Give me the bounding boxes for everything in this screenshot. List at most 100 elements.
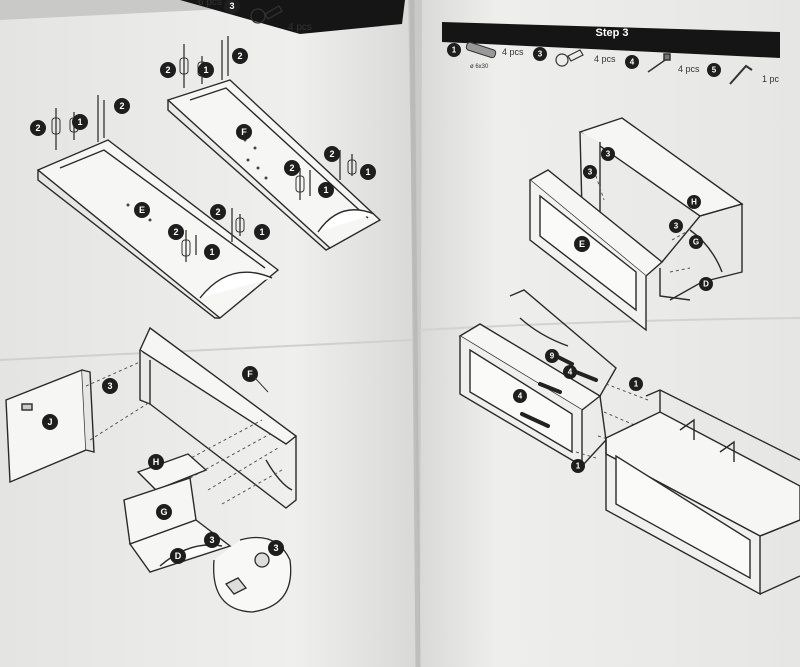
callout-number: 1	[203, 65, 208, 75]
callout-badge: 3	[533, 47, 547, 61]
cam-lock-icon	[250, 5, 283, 24]
callout-badge: 3	[601, 147, 615, 161]
left-header-qty: 4 pcs	[288, 22, 312, 33]
allen-key-qty: 1 pc	[762, 74, 780, 84]
panel-label-e: E	[134, 202, 150, 218]
callout-badge: 2	[232, 48, 248, 64]
left-header-part-badge: 3	[224, 0, 240, 14]
crease	[419, 317, 800, 331]
callout-number: 1	[77, 117, 82, 127]
callout-badge: 4	[513, 389, 527, 403]
callout-number: 1	[259, 227, 264, 237]
callout-number: 1	[634, 380, 639, 389]
cam-qty: 4 pcs	[594, 54, 616, 64]
partial-qty-text: 6 pcs	[198, 0, 222, 8]
callout-number: 3	[107, 381, 112, 391]
callout-number: 2	[289, 163, 294, 173]
panel-letter: J	[47, 417, 52, 427]
panel-e-rail	[36, 139, 280, 319]
callout-number: 3	[229, 1, 234, 11]
callout-number: 2	[119, 101, 124, 111]
callout-number: 4	[518, 392, 523, 401]
callout-badge: 2	[324, 146, 340, 162]
bolt-qty: 4 pcs	[678, 64, 700, 74]
shelf-box	[605, 389, 800, 596]
callout-badge: 2	[30, 120, 46, 136]
callout-number: 1	[365, 167, 370, 177]
panel-letter: G	[693, 238, 699, 247]
panel-label-d-right: D	[699, 277, 713, 291]
callout-number: 2	[237, 51, 242, 61]
panel-h-board	[136, 453, 208, 491]
step-title: Step 3	[595, 27, 628, 39]
dowel-springs	[51, 57, 357, 257]
callout-badge: 3	[268, 540, 284, 556]
panel-label-h-right: H	[687, 195, 701, 209]
panel-label-j: J	[42, 414, 58, 430]
callout-number: 3	[538, 50, 543, 59]
callout-number: 3	[209, 535, 214, 545]
callout-number: 5	[712, 66, 717, 75]
callout-badge: 5	[707, 63, 721, 77]
callout-badge: 3	[102, 378, 118, 394]
callout-number: 2	[329, 149, 334, 159]
callout-badge: 1	[72, 114, 88, 130]
callout-badge: 1	[629, 377, 643, 391]
panel-label-g-right: G	[689, 235, 703, 249]
callout-number: 3	[273, 543, 278, 553]
bolt-icon	[647, 53, 671, 73]
panel-letter: F	[241, 127, 247, 137]
panel-f-side	[139, 326, 298, 509]
panel-letter: D	[703, 280, 709, 289]
panel-label-h: H	[148, 454, 164, 470]
callout-badge: 1	[318, 182, 334, 198]
callout-badge: 1	[571, 459, 585, 473]
callout-badge: 2	[160, 62, 176, 78]
callout-number: 2	[165, 65, 170, 75]
panel-label-f: F	[236, 124, 252, 140]
dowel-qty: 4 pcs	[502, 47, 524, 57]
callout-badge: 1	[204, 244, 220, 260]
callout-badge: 1	[254, 224, 270, 240]
callout-badge: 1	[360, 164, 376, 180]
callout-number: 3	[674, 222, 679, 231]
callout-number: 1	[323, 185, 328, 195]
callout-badge: 4	[563, 365, 577, 379]
assembly-guides	[593, 169, 691, 273]
callout-badge: 1	[447, 43, 461, 57]
callout-badge: 9	[545, 349, 559, 363]
callout-badge	[224, 0, 240, 14]
callout-number: 9	[550, 352, 555, 361]
callout-badge: 2	[284, 160, 300, 176]
callout-number: 3	[588, 168, 593, 177]
callout-number: 3	[606, 150, 611, 159]
leader-line	[254, 377, 269, 393]
allen-key-icon	[729, 64, 753, 85]
callout-number: 2	[215, 207, 220, 217]
panel-letter: H	[153, 457, 160, 467]
callout-number: 4	[630, 58, 635, 67]
panel-label-g: G	[156, 504, 172, 520]
callout-number: 2	[173, 227, 178, 237]
callout-badge: 4	[625, 55, 639, 69]
cam-lock-icon	[555, 49, 584, 67]
panel-letter: E	[579, 239, 585, 249]
panel-label-d: D	[170, 548, 186, 564]
step-3-header-bar	[442, 22, 780, 58]
panel-letter: E	[139, 205, 145, 215]
callout-number: 4	[568, 368, 573, 377]
panel-letter: D	[175, 551, 182, 561]
dowel-icon	[465, 41, 497, 59]
assembly-guides	[85, 361, 283, 505]
panel-label-f-side: F	[242, 366, 258, 382]
callout-number: 1	[576, 462, 581, 471]
panel-letter: F	[247, 369, 253, 379]
crease	[0, 339, 413, 361]
callout-badge: 3	[583, 165, 597, 179]
panel-letter: G	[160, 507, 167, 517]
panel-letter: H	[691, 198, 697, 207]
callout-badge: 2	[210, 204, 226, 220]
cam-lock-detail	[213, 536, 292, 613]
